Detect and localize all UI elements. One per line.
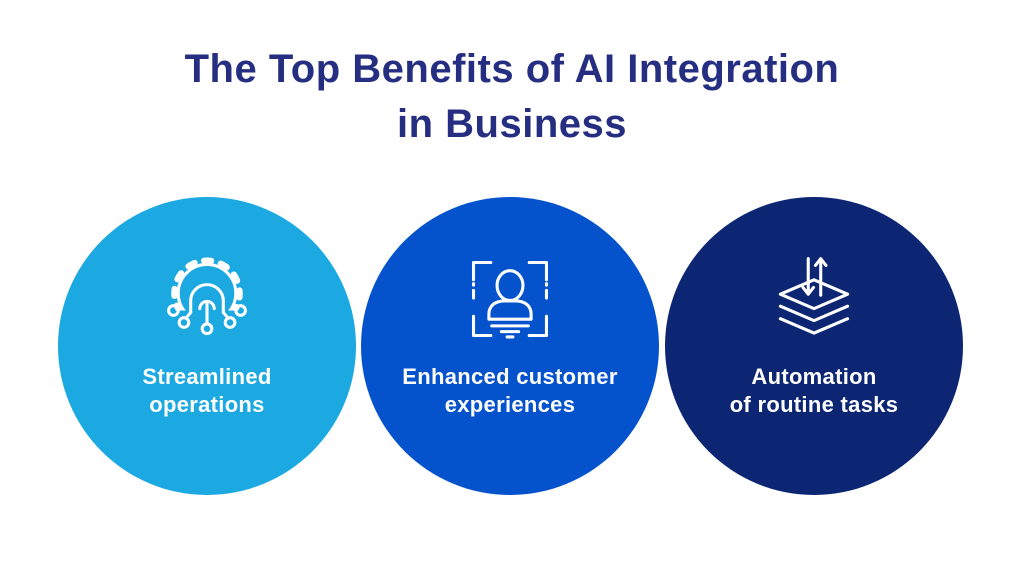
customer-face-scan-icon — [462, 251, 558, 347]
benefit-label-line2: of routine tasks — [729, 392, 899, 417]
benefit-circle-automation-of-routine-tasks: Automation of routine tasks — [665, 197, 963, 495]
benefit-label: Enhanced customer experiences — [402, 363, 617, 419]
benefit-label: Streamlined operations — [142, 363, 271, 419]
page-title-line2: in Business — [396, 102, 627, 146]
benefit-label: Automation of routine tasks — [730, 363, 899, 419]
ai-gear-network-icon — [159, 251, 255, 347]
benefit-label-line1: Automation — [751, 364, 877, 389]
benefit-label-line2: operations — [149, 392, 265, 417]
layers-transfer-icon — [766, 251, 862, 347]
benefit-circle-enhanced-customer-experiences: Enhanced customer experiences — [361, 197, 659, 495]
benefit-label-line1: Enhanced customer — [402, 364, 618, 389]
benefit-label-line2: experiences — [444, 392, 576, 417]
page-title-line1: The Top Benefits of AI Integration — [184, 47, 840, 91]
benefit-circle-streamlined-operations: Streamlined operations — [58, 197, 356, 495]
benefit-label-line1: Streamlined — [142, 364, 272, 389]
page-title: The Top Benefits of AI Integration in Bu… — [0, 42, 1024, 152]
